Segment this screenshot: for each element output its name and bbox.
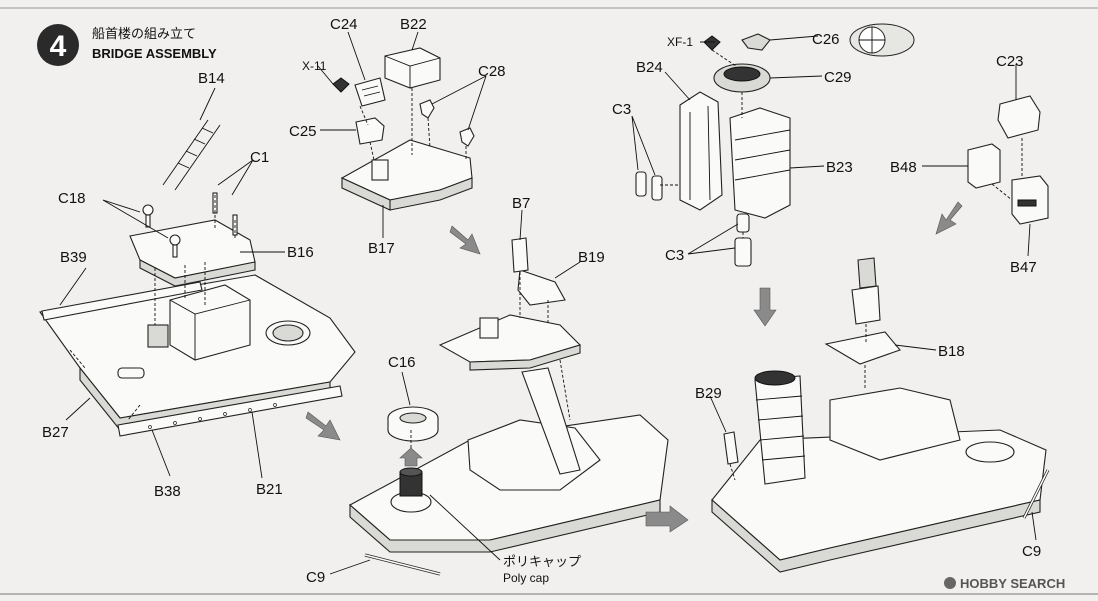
rail-b38 bbox=[117, 385, 343, 437]
label-c26: C26 bbox=[812, 31, 840, 48]
up-arrow bbox=[399, 447, 423, 467]
label-b24: B24 bbox=[636, 59, 663, 76]
center-post bbox=[479, 317, 499, 339]
step-title-jp: 船首楼の組み立て bbox=[92, 27, 196, 42]
deck-hole-inner bbox=[272, 324, 304, 342]
part-b29 bbox=[723, 431, 739, 465]
part-labels: B14 C1 C18 B16 B39 B27 B38 B21 C24 B22 X… bbox=[42, 16, 1041, 586]
label-b17: B17 bbox=[368, 240, 395, 257]
flow-arrow-3 bbox=[645, 505, 689, 533]
label-c1: C1 bbox=[250, 149, 269, 166]
part-c23 bbox=[997, 95, 1041, 139]
half-b24 bbox=[679, 91, 723, 211]
final-bridge bbox=[829, 387, 961, 461]
side-box bbox=[147, 324, 169, 348]
label-b22: B22 bbox=[400, 16, 427, 33]
center-mast bbox=[521, 367, 581, 475]
final-deck-side bbox=[711, 498, 1041, 573]
part-c25 bbox=[355, 117, 385, 145]
funnel-subassembly bbox=[631, 23, 915, 267]
label-b27: B27 bbox=[42, 424, 69, 441]
label-c9-right: C9 bbox=[1022, 543, 1041, 560]
final-deck-hole bbox=[965, 441, 1015, 463]
platform-b17-side bbox=[341, 177, 473, 211]
label-b18: B18 bbox=[938, 343, 965, 360]
pins-c18 bbox=[142, 204, 181, 258]
label-b16: B16 bbox=[287, 244, 314, 261]
step-number-badge bbox=[37, 24, 79, 66]
label-b38: B38 bbox=[154, 483, 181, 500]
b47-subassembly bbox=[922, 64, 1049, 257]
step-number: 4 bbox=[50, 30, 67, 63]
b17-post bbox=[371, 159, 389, 181]
flow-arrow-5 bbox=[935, 201, 963, 235]
platform-b18 bbox=[824, 331, 901, 365]
label-x11: X-11 bbox=[302, 59, 327, 73]
label-c28: C28 bbox=[478, 63, 506, 80]
ladder-b14 bbox=[162, 119, 221, 191]
platform-b16-side bbox=[139, 259, 256, 287]
label-c25: C25 bbox=[289, 123, 317, 140]
label-c23: C23 bbox=[996, 53, 1024, 70]
label-c24: C24 bbox=[330, 16, 358, 33]
watermark: HOBBY SEARCH bbox=[944, 576, 1065, 591]
label-c3-bottom: C3 bbox=[665, 247, 684, 264]
part-b19 bbox=[517, 269, 566, 306]
part-c26 bbox=[741, 33, 771, 51]
deck-slot bbox=[117, 367, 145, 379]
watermark-text: HOBBY SEARCH bbox=[960, 576, 1065, 591]
step-header: 4 船首楼の組み立て BRIDGE ASSEMBLY bbox=[37, 24, 217, 66]
part-c28-a bbox=[419, 99, 435, 119]
part-c24 bbox=[354, 77, 386, 107]
label-c16: C16 bbox=[388, 354, 416, 371]
bridge-base-block bbox=[169, 284, 251, 361]
final-assembly bbox=[709, 257, 1050, 573]
flow-arrow-4 bbox=[753, 287, 777, 327]
part-c3-d bbox=[736, 213, 750, 233]
label-b7: B7 bbox=[512, 195, 530, 212]
part-c3-c bbox=[734, 237, 752, 267]
part-xf1 bbox=[703, 35, 721, 51]
b17-subassembly bbox=[317, 31, 487, 238]
label-c29: C29 bbox=[824, 69, 852, 86]
part-x11 bbox=[332, 77, 350, 93]
label-c18: C18 bbox=[58, 190, 86, 207]
flow-arrows bbox=[305, 201, 963, 533]
label-c9-left: C9 bbox=[306, 569, 325, 586]
flow-arrow-1 bbox=[305, 411, 341, 441]
label-xf1: XF-1 bbox=[667, 35, 693, 49]
label-c3-top: C3 bbox=[612, 101, 631, 118]
polycap-label-jp: ポリキャップ bbox=[503, 555, 581, 570]
label-b21: B21 bbox=[256, 481, 283, 498]
left-subassembly bbox=[39, 87, 356, 479]
step-title-en: BRIDGE ASSEMBLY bbox=[92, 46, 217, 61]
part-c28-b bbox=[459, 127, 475, 147]
center-subassembly bbox=[329, 209, 669, 576]
label-b48: B48 bbox=[890, 159, 917, 176]
rail-b39 bbox=[41, 281, 203, 321]
label-b19: B19 bbox=[578, 249, 605, 266]
part-b48 bbox=[967, 143, 1001, 189]
part-c3-a bbox=[635, 171, 647, 197]
label-b47: B47 bbox=[1010, 259, 1037, 276]
polycap-label-en: Poly cap bbox=[503, 571, 549, 585]
part-b7 bbox=[511, 237, 529, 273]
label-b23: B23 bbox=[826, 159, 853, 176]
block-b22 bbox=[384, 47, 441, 89]
label-b14: B14 bbox=[198, 70, 225, 87]
flow-arrow-2 bbox=[449, 225, 481, 255]
half-b23 bbox=[729, 107, 791, 219]
label-b29: B29 bbox=[695, 385, 722, 402]
final-tower bbox=[851, 285, 881, 325]
part-c3-b bbox=[651, 175, 663, 201]
label-b39: B39 bbox=[60, 249, 87, 266]
watermark-logo bbox=[944, 577, 956, 589]
